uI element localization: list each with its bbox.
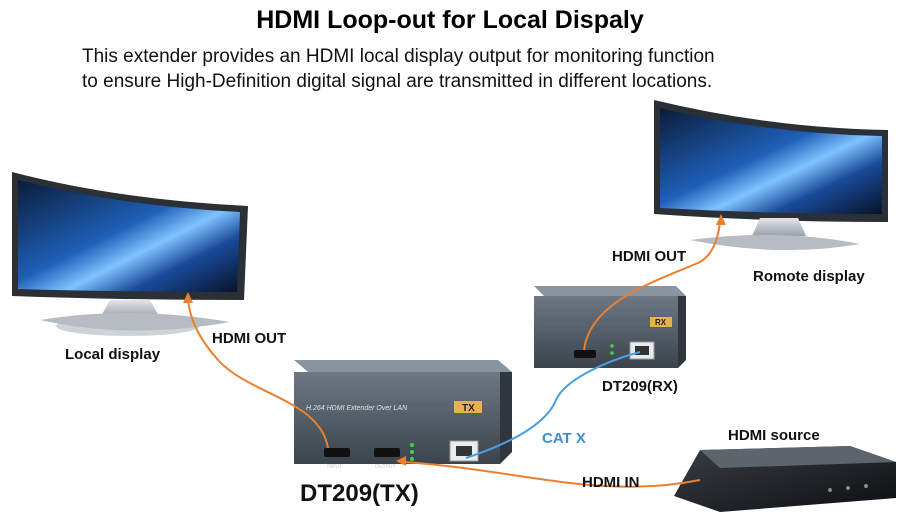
remote-display-monitor <box>654 100 888 251</box>
description-line-1: This extender provides an HDMI local dis… <box>82 46 715 67</box>
rx-badge: RX <box>655 318 667 327</box>
hdmi-out-local-arrow <box>183 292 193 303</box>
tx-device-label: DT209(TX) <box>300 480 419 507</box>
hdmi-source-device <box>674 446 896 512</box>
rx-extender-box: RX <box>534 286 686 368</box>
hdmi-out-left-label: HDMI OUT <box>212 330 287 347</box>
cat-x-label: CAT X <box>542 430 586 447</box>
hdmi-source-label: HDMI source <box>728 427 820 444</box>
rx-device-label: DT209(RX) <box>602 378 678 395</box>
hdmi-out-remote-cable <box>583 221 721 351</box>
description-line-2: to ensure High-Definition digital signal… <box>82 71 713 92</box>
tx-port-output-label: OUTPUT <box>375 464 396 470</box>
tx-badge: TX <box>462 403 475 414</box>
hdmi-in-label: HDMI IN <box>582 474 640 491</box>
hdmi-out-local-cable <box>187 299 329 449</box>
hdmi-out-remote-arrow <box>716 214 726 225</box>
description: This extender provides an HDMI local dis… <box>82 44 842 94</box>
tx-box-model-text: H.264 HDMI Extender Over LAN <box>306 405 408 412</box>
local-display-monitor <box>12 172 248 336</box>
page-title: HDMI Loop-out for Local Dispaly <box>256 6 644 34</box>
hdmi-out-right-label: HDMI OUT <box>612 248 687 265</box>
local-display-label: Local display <box>65 346 161 363</box>
tx-extender-box: H.264 HDMI Extender Over LAN TX INPUT OU… <box>294 360 512 470</box>
cat-x-cable <box>465 351 641 459</box>
tx-port-input-label: INPUT <box>327 464 342 470</box>
hdmi-in-cable <box>403 461 701 488</box>
remote-display-label: Romote display <box>753 268 865 285</box>
hdmi-in-arrow <box>396 456 406 466</box>
